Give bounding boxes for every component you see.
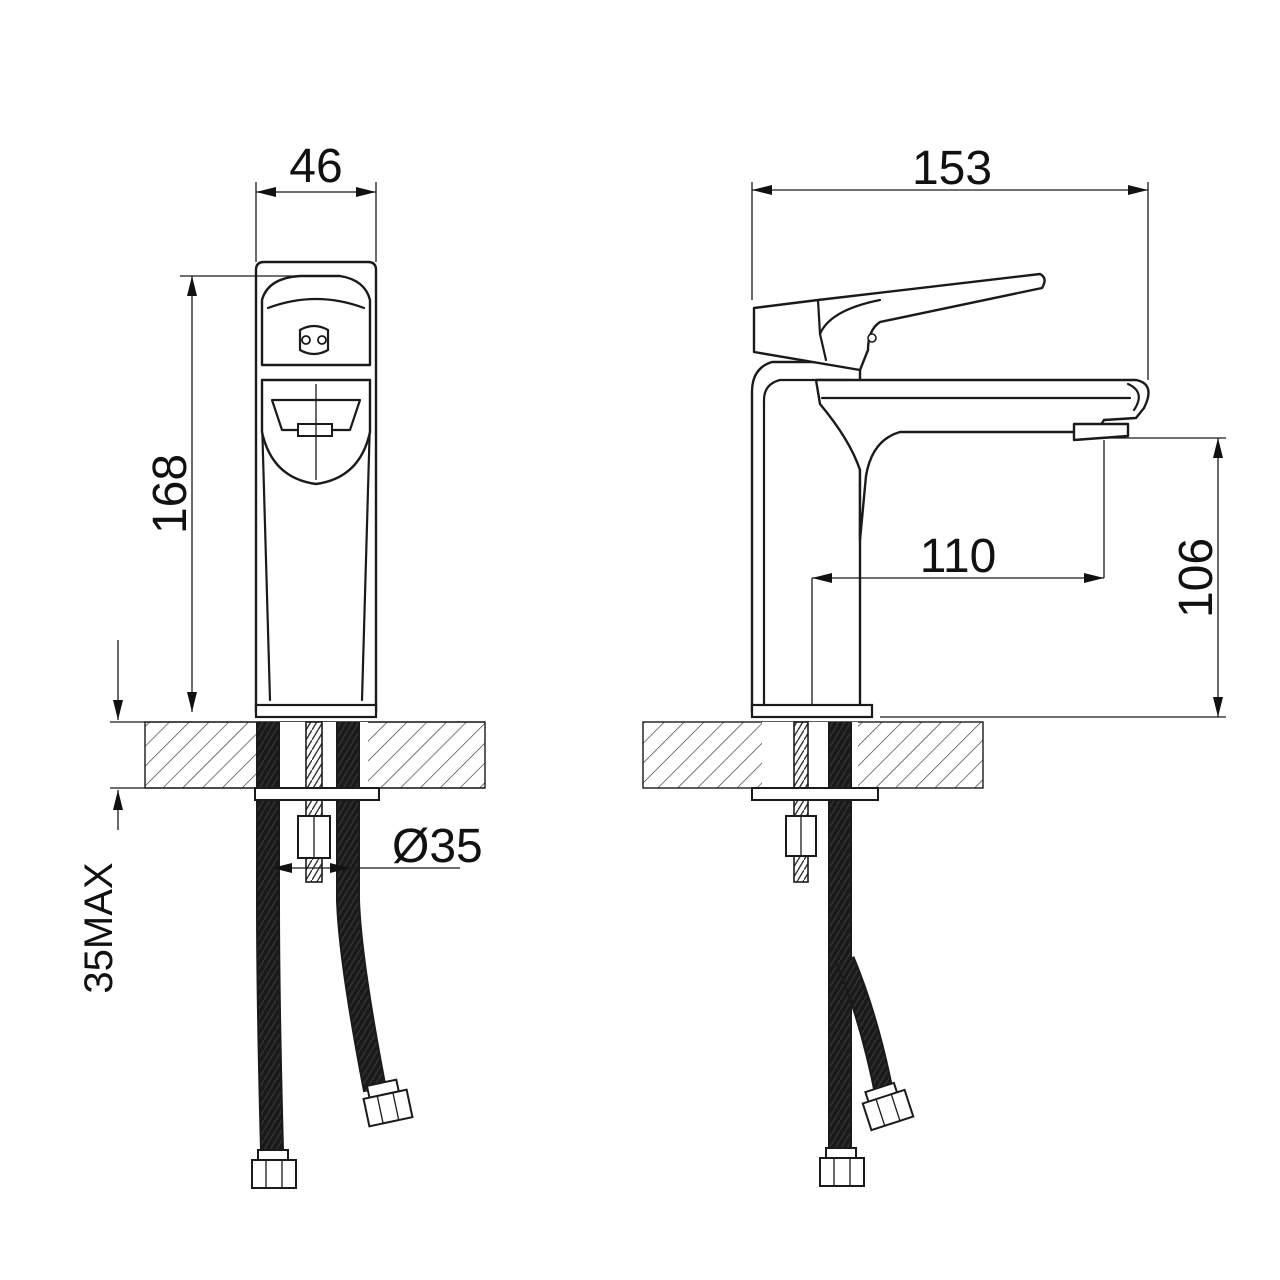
dim-spout-height-label: 106 (1170, 538, 1223, 618)
side-hose-nut-branch (861, 1081, 915, 1132)
dim-thickness: 35MAX (77, 640, 123, 994)
dim-hole-diameter-label: Ø35 (392, 820, 483, 873)
side-hose-nut-main (819, 1147, 865, 1187)
dim-height: 168 (144, 275, 300, 712)
side-aerator (1072, 422, 1130, 442)
front-faucet-body (254, 260, 378, 714)
dim-hole-diameter: Ø35 (272, 820, 483, 873)
dim-reach-label: 110 (920, 530, 997, 583)
dim-length-label: 153 (912, 142, 992, 195)
front-hose-nut-left (251, 1149, 297, 1189)
front-view: 46 168 35MAX Ø35 (77, 140, 486, 1189)
side-faucet-body (750, 360, 862, 714)
side-spout (814, 378, 1150, 542)
side-lever-handle (752, 272, 1046, 372)
dim-height-label: 168 (144, 454, 197, 534)
dim-length: 153 (751, 142, 1149, 380)
front-aerator (297, 423, 333, 437)
side-view: 153 110 106 (642, 142, 1226, 1187)
dim-spout-height: 106 (880, 437, 1226, 718)
dim-width: 46 (255, 140, 377, 262)
dim-width-label: 46 (289, 140, 342, 193)
dim-thickness-label: 35MAX (77, 862, 121, 993)
side-threaded-stud (793, 721, 809, 883)
dim-reach: 110 (811, 440, 1105, 705)
front-hose-nut-right (362, 1078, 414, 1128)
front-lever-handle (260, 274, 372, 367)
